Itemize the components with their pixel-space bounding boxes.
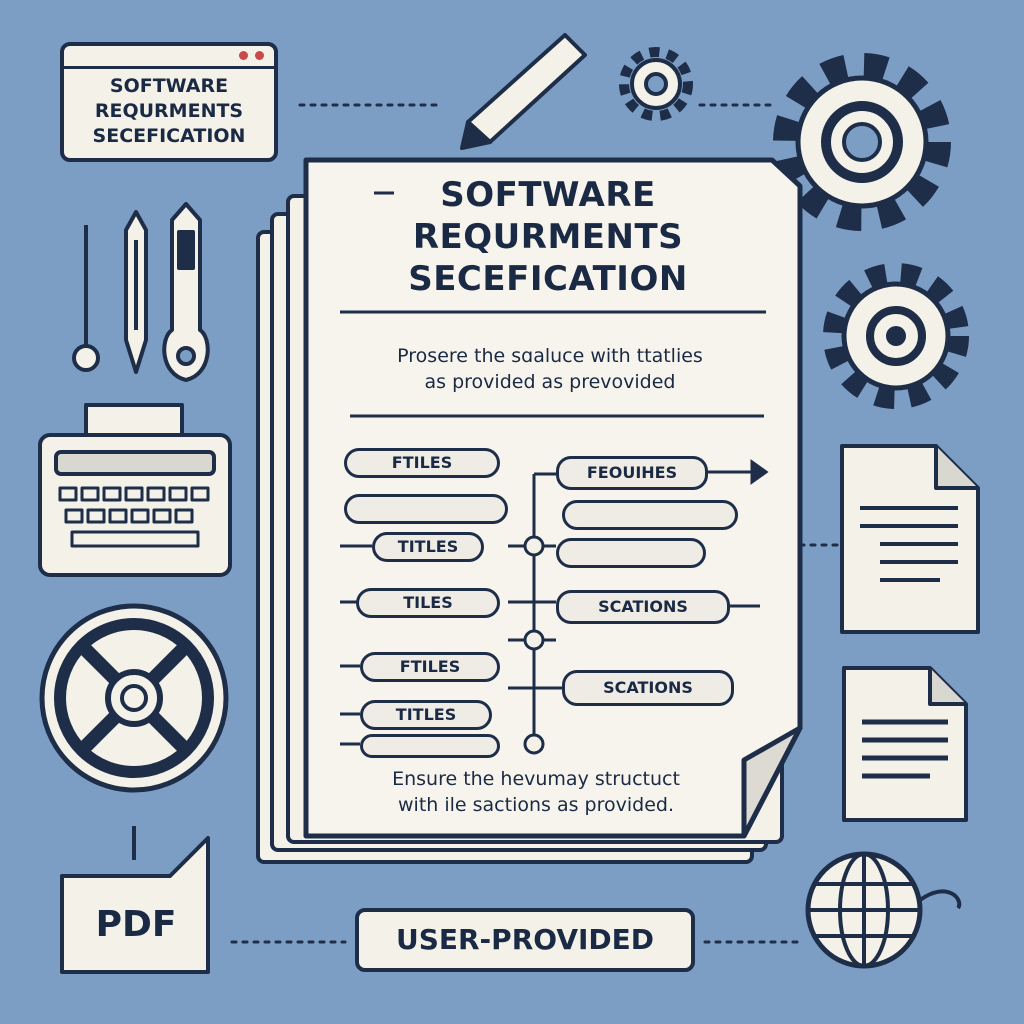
pdf-file-icon bbox=[60, 826, 210, 974]
gear-icon bbox=[823, 263, 969, 409]
user-provided-label: USER-PROVIDED bbox=[355, 908, 695, 972]
pdf-label: PDF bbox=[95, 904, 177, 945]
sheet-dividers bbox=[340, 191, 766, 418]
section-pill: SCATIONS bbox=[562, 670, 734, 706]
gear-icon bbox=[619, 47, 693, 121]
title-banner-window: SOFTWARE REQURMENTS SECEFICATION bbox=[60, 42, 278, 162]
pencil-icon bbox=[460, 33, 587, 150]
wrench-icon bbox=[162, 202, 210, 382]
section-pill bbox=[344, 494, 508, 524]
banner-title: SOFTWARE REQURMENTS SECEFICATION bbox=[92, 75, 246, 147]
window-control-icon bbox=[239, 51, 248, 60]
document-subtitle: Prosere the sɑaluce with ttatlies as pro… bbox=[397, 345, 703, 393]
section-pill bbox=[360, 734, 500, 758]
section-pill: TILES bbox=[356, 588, 500, 618]
flow-nodes bbox=[523, 459, 769, 755]
gear-icon bbox=[773, 53, 951, 231]
window-close-icon bbox=[255, 51, 264, 60]
dotted-connectors bbox=[230, 103, 842, 944]
section-pill: FTILES bbox=[344, 448, 500, 478]
section-pill: FEOUIHES bbox=[556, 456, 708, 490]
document-icon bbox=[842, 666, 968, 822]
globe-icon bbox=[805, 851, 962, 969]
probe-icon bbox=[72, 225, 100, 372]
section-pill: SCATIONS bbox=[556, 590, 730, 624]
document-title: SOFTWARE REQURMENTS SECEFICATION bbox=[408, 175, 688, 299]
section-pill: FTILES bbox=[360, 652, 500, 682]
section-pill: TITLES bbox=[360, 700, 492, 730]
document-footer-text: Ensure the hevumay structuct with ile sa… bbox=[392, 768, 680, 816]
typewriter-icon bbox=[38, 403, 232, 577]
section-pill bbox=[556, 538, 706, 568]
wheel-icon bbox=[39, 603, 229, 793]
window-title-bar bbox=[64, 46, 274, 69]
section-pill bbox=[562, 500, 738, 530]
document-icon bbox=[840, 444, 980, 634]
screwdriver-icon bbox=[124, 210, 148, 374]
section-pill: TITLES bbox=[372, 532, 484, 562]
